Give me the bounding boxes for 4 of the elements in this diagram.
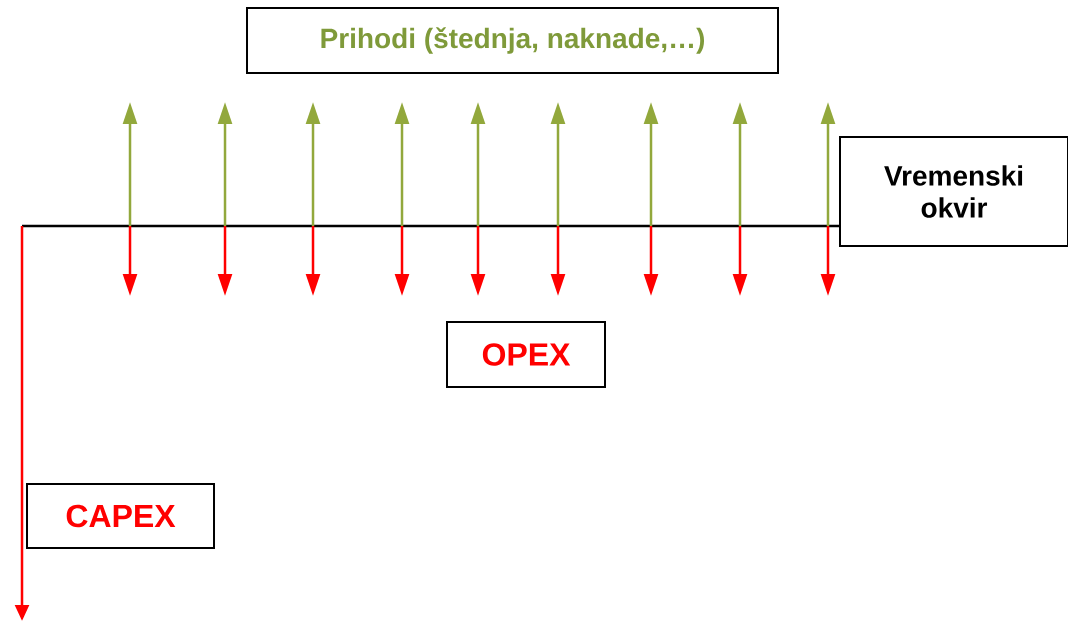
text-box: Prihodi (štednja, naknade,…) bbox=[246, 7, 779, 74]
text-box: Vremenski okvir bbox=[839, 136, 1068, 247]
text-box: CAPEX bbox=[26, 483, 215, 549]
text-box: OPEX bbox=[446, 321, 606, 388]
